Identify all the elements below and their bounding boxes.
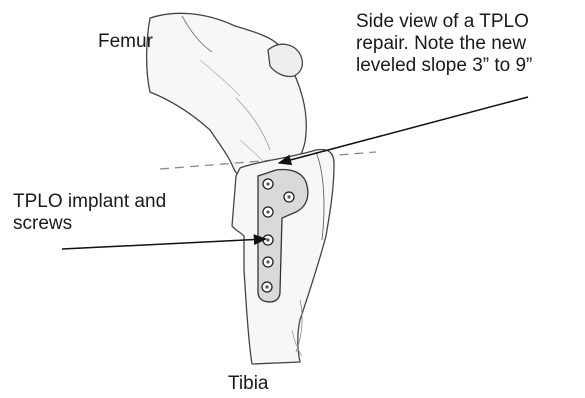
implant-arrow (62, 239, 266, 249)
implant-label: TPLO implant and screws (13, 191, 166, 235)
femur-label: Femur (98, 31, 153, 53)
slope-arrow (279, 97, 528, 163)
tibia-label: Tibia (228, 373, 268, 395)
slope-note-label: Side view of a TPLO repair. Note the new… (356, 11, 532, 77)
